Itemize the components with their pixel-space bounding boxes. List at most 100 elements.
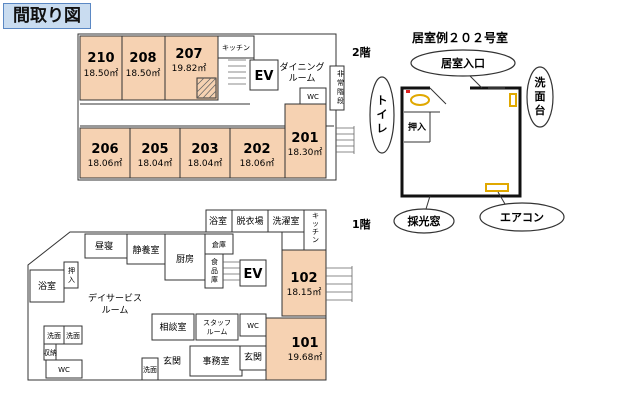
office (189, 345, 243, 377)
small-room-4 (141, 357, 159, 381)
wc-left-label: WC (58, 366, 70, 374)
room-102 (281, 249, 327, 317)
closet-1f (63, 261, 79, 289)
staff-room (195, 313, 239, 341)
vnote-1: 常 (337, 78, 344, 87)
kitchen2-1f (164, 233, 206, 281)
dining-label-1: ダイニング (279, 61, 324, 73)
aircon-fixture (485, 183, 509, 192)
consult-label: 相談室 (159, 321, 186, 333)
wc-left (45, 359, 83, 379)
ev-2f-label: EV (255, 69, 274, 84)
room-203 (179, 127, 231, 179)
small2-label: 洗面 (66, 331, 80, 340)
room-208-number: 208 (129, 51, 156, 66)
room-208-area: 18.50㎡ (126, 68, 161, 79)
sink-v1: 面 (535, 90, 546, 103)
kitchen1f-v0: キ (312, 212, 319, 220)
kitchen1f-v3: ン (312, 236, 319, 244)
room-210-number: 210 (87, 51, 114, 66)
entrance2-label: 玄関 (244, 351, 262, 363)
marker (406, 90, 410, 93)
closet-v1: 入 (68, 276, 75, 284)
exterior-stairs-2f (336, 126, 355, 154)
room-102-area: 18.15㎡ (287, 287, 322, 298)
room-207-stair-hatch (196, 77, 217, 99)
small4-label: 洗面 (143, 365, 157, 374)
bubble-entrance (410, 49, 516, 77)
room-101 (265, 317, 327, 381)
toilet-v2: レ (377, 122, 388, 135)
bath-left-label: 浴室 (38, 280, 56, 292)
consult-room (151, 313, 195, 341)
toilet-fixture (410, 94, 430, 106)
closet-label: 押入 (408, 121, 426, 133)
vnote-3: 段 (337, 96, 344, 105)
room-206-number: 206 (91, 142, 118, 157)
room-example: 居室例２０２号室 押入 居室入口 洗 面 台 ト イ レ 採光窓 エアコン (369, 30, 565, 234)
vnote-2: 階 (337, 87, 344, 96)
pointer-window (425, 195, 431, 210)
door-swing (429, 87, 447, 105)
dining-label-2: ルーム (289, 73, 316, 84)
small3-label: 収納 (43, 348, 57, 357)
kitchen-2f-label: キッチン (222, 44, 250, 52)
sink-v0: 洗 (535, 75, 546, 89)
ev-2f (249, 59, 279, 91)
wc-1f-label: WC (247, 322, 259, 330)
room-210-area: 18.50㎡ (84, 68, 119, 79)
kitchen2-label: 厨房 (176, 253, 194, 265)
bath-top-label: 浴室 (209, 215, 227, 227)
stairs-1f (223, 261, 240, 281)
ev-1f-label: EV (244, 267, 263, 282)
day-service-label-2: ルーム (102, 305, 129, 316)
room-201-area: 18.30㎡ (288, 147, 323, 158)
room-201-number: 201 (291, 131, 318, 146)
bubble-toilet (369, 76, 395, 154)
staff-label-1: スタッフ (203, 318, 231, 327)
floor2-plan: 210 18.50㎡ 208 18.50㎡ 207 19.82㎡ 206 18.… (77, 33, 371, 181)
floor1-label: 1階 (352, 217, 371, 231)
sink-v2: 台 (535, 103, 546, 117)
food-store (204, 253, 224, 289)
hatch-lines (196, 77, 217, 99)
toilet-v0: ト (377, 94, 388, 107)
room-208 (121, 35, 166, 101)
food-v2: 庫 (211, 275, 218, 284)
bubble-entrance-text: 居室入口 (441, 56, 485, 70)
room-207 (164, 35, 219, 101)
food-v0: 食 (211, 257, 218, 266)
kitchen1f-v2: チ (312, 228, 319, 236)
entrance-2 (239, 345, 267, 371)
exterior-stairs-1f (326, 266, 353, 302)
room-206-area: 18.06㎡ (88, 158, 123, 169)
room-205 (129, 127, 181, 179)
bubble-window (393, 208, 455, 234)
dressing-label: 脱衣場 (236, 215, 263, 227)
stairs-2f (228, 59, 246, 85)
entrance1-label: 玄関 (163, 355, 181, 367)
room-203-area: 18.04㎡ (188, 158, 223, 169)
laundry-label: 洗濯室 (272, 215, 299, 227)
office-label: 事務室 (202, 355, 229, 367)
wc-1f (239, 313, 267, 337)
bubble-aircon-text: エアコン (500, 211, 544, 224)
floor2-label: 2階 (352, 45, 371, 59)
closet-v0: 押 (68, 266, 75, 275)
room-205-number: 205 (141, 142, 168, 157)
bubble-sink (526, 66, 554, 128)
bubble-window-text: 採光窓 (408, 214, 441, 228)
room-202-number: 202 (243, 142, 270, 157)
room-101-number: 101 (291, 336, 318, 351)
room-207-area: 19.82㎡ (172, 63, 207, 74)
vnote-0: 非 (337, 69, 344, 78)
page-title: 間取り図 (3, 3, 91, 29)
wc-2f (299, 87, 327, 105)
bubble-aircon (479, 202, 565, 232)
floor1-plan: 浴室 脱衣場 洗濯室 キ ッ チ ン 昼寝 静養室 厨房 倉庫 食 品 庫 EV… (27, 209, 371, 381)
room-202-area: 18.06㎡ (240, 158, 275, 169)
kitchen1f-v1: ッ (312, 220, 319, 228)
emergency-stair-label-box (329, 65, 345, 111)
quiet-room-label: 静養室 (132, 244, 159, 256)
